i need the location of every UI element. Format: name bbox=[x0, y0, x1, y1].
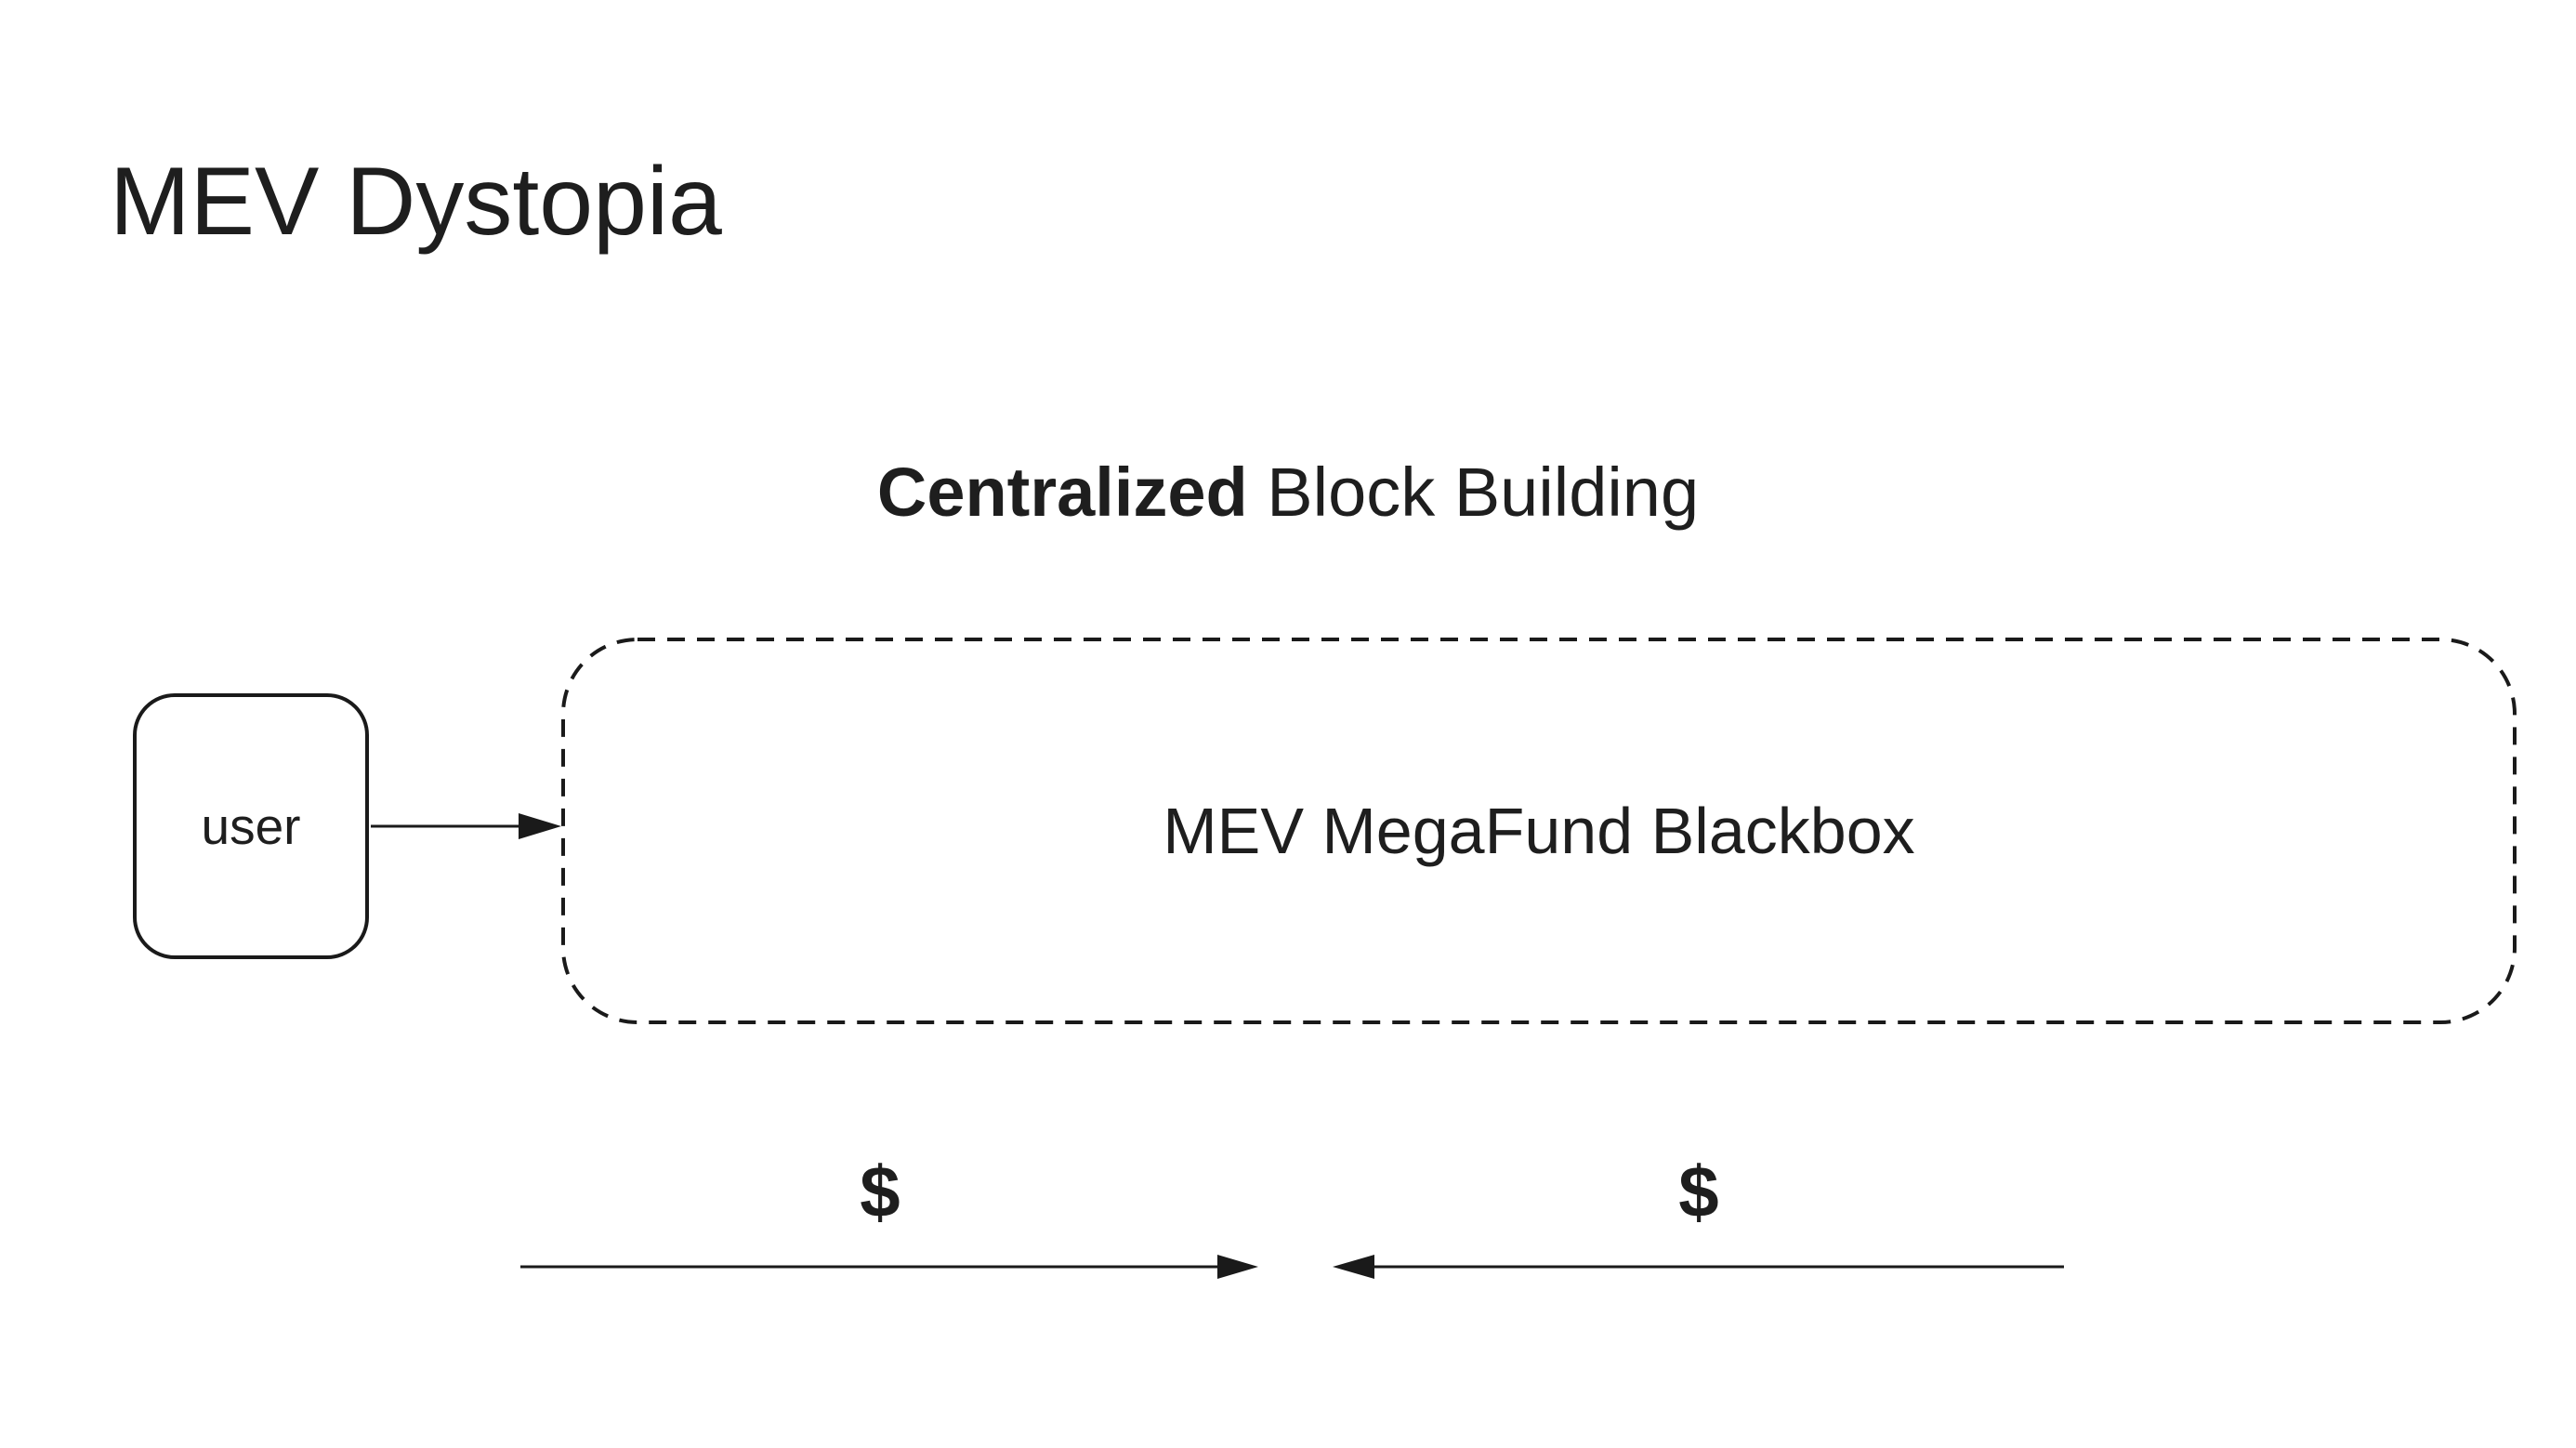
money-flow-right-dollar-label: $ bbox=[1678, 1151, 1719, 1232]
page-title: MEV Dystopia bbox=[110, 148, 722, 256]
money-flow-right-pointing-arrow bbox=[520, 1255, 1258, 1279]
user-to-blackbox-arrow bbox=[371, 813, 561, 839]
money-flow-left-pointing-arrow bbox=[1333, 1255, 2064, 1279]
user-to-blackbox-arrowhead-icon bbox=[519, 813, 561, 839]
blackbox-dashed-border bbox=[561, 638, 2517, 1024]
blackbox-node-label: MEV MegaFund Blackbox bbox=[1163, 795, 1915, 867]
money-flow-right-arrowhead-icon bbox=[1217, 1255, 1258, 1279]
user-node: user bbox=[133, 693, 369, 959]
user-node-label: user bbox=[201, 796, 301, 855]
section-heading-bold-text: Centralized bbox=[876, 454, 1248, 531]
section-heading: Centralized Block Building bbox=[0, 454, 2576, 530]
money-flow-left-dollar-label: $ bbox=[860, 1151, 900, 1232]
section-heading-regular-text: Block Building bbox=[1247, 454, 1700, 531]
money-flow-left-arrowhead-icon bbox=[1333, 1255, 1374, 1279]
